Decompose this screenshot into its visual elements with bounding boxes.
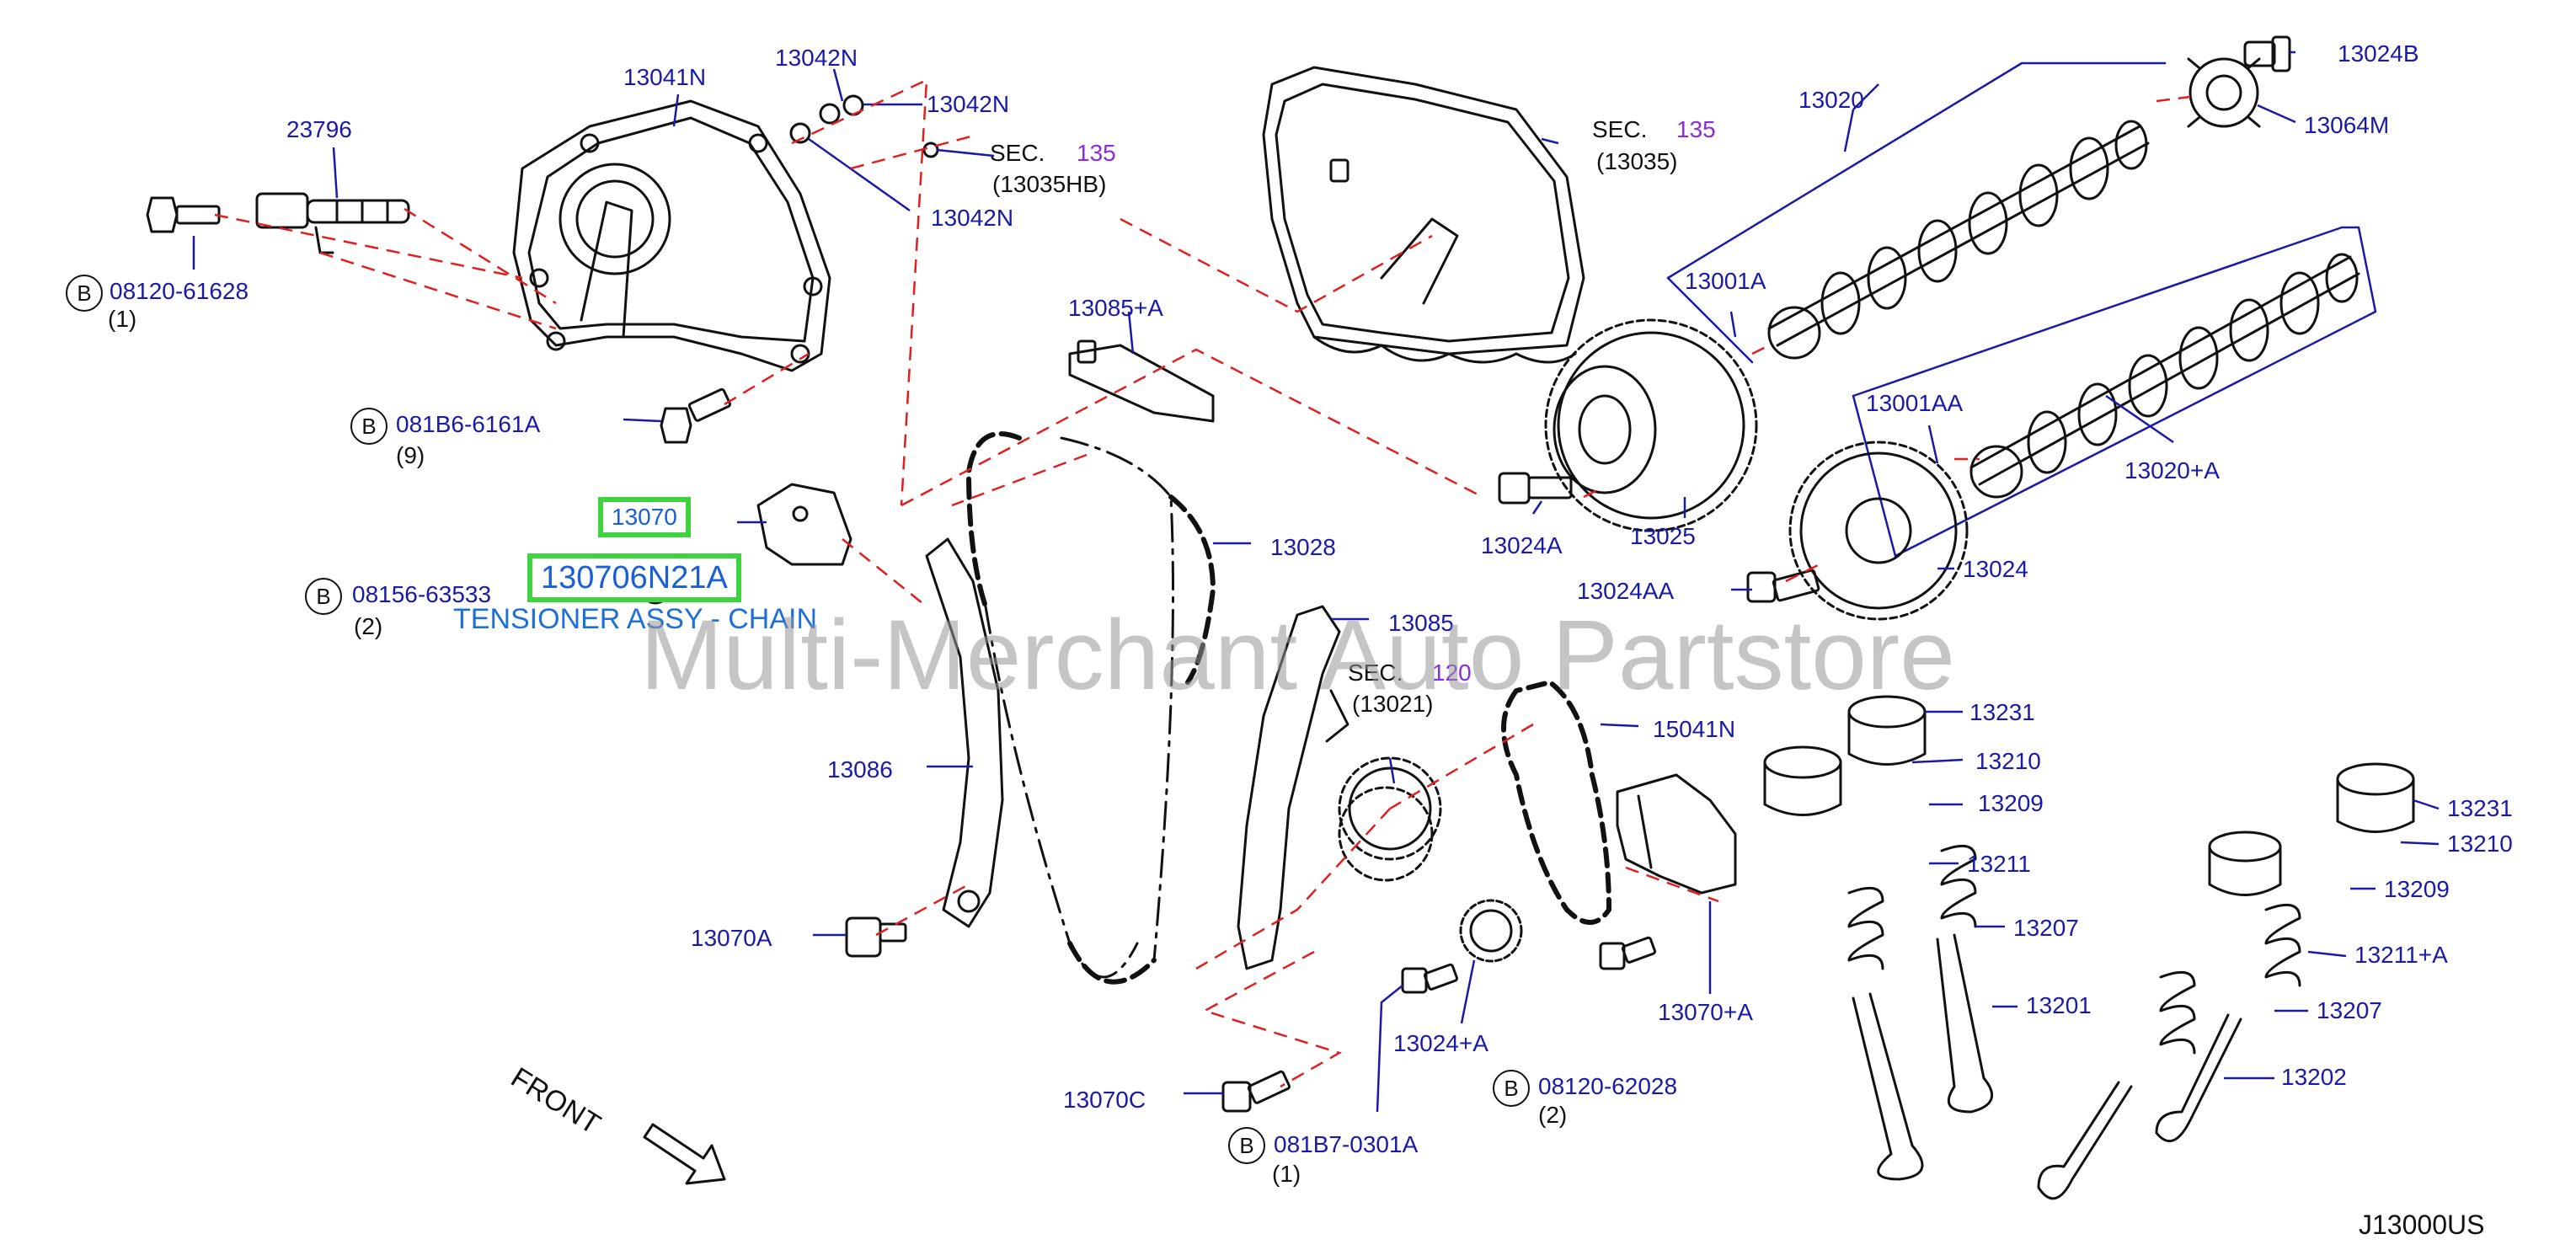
label-13210-b[interactable]: 13210 — [2447, 831, 2513, 857]
signal-plate-part[interactable] — [2187, 57, 2261, 128]
label-13024AA[interactable]: 13024AA — [1577, 578, 1675, 604]
cylinder-head-part[interactable] — [1262, 66, 1585, 364]
label-081B7-0301A[interactable]: 081B7-0301A — [1274, 1131, 1419, 1157]
label-qty-1-b: (1) — [1272, 1161, 1301, 1187]
bolt-b-circle: B — [1493, 1070, 1530, 1107]
label-13085[interactable]: 13085 — [1388, 610, 1454, 636]
watermark: Multi-Merchant Auto Partstore — [640, 600, 1955, 711]
label-13070A[interactable]: 13070A — [691, 925, 772, 951]
label-08120-62028[interactable]: 08120-62028 — [1538, 1073, 1678, 1099]
bolt-b-circle: B — [1228, 1127, 1265, 1164]
label-13231-a[interactable]: 13231 — [1969, 699, 2035, 725]
label-130706N21A-highlighted[interactable]: 130706N21A — [527, 553, 741, 602]
arrow-down-right-icon — [643, 1123, 726, 1185]
label-08156-63533[interactable]: 08156-63533 — [352, 581, 492, 607]
chain-guide-part[interactable] — [1237, 605, 1349, 970]
label-081B6-6161A[interactable]: 081B6-6161A — [396, 411, 541, 437]
label-13041N[interactable]: 13041N — [623, 64, 707, 90]
label-sec-135-b: SEC. — [1592, 116, 1648, 142]
label-sec-120-number[interactable]: 120 — [1432, 660, 1472, 686]
label-13020A[interactable]: 13020+A — [2124, 457, 2220, 483]
valve-spring-part[interactable] — [1847, 844, 2301, 1055]
sprocket-part[interactable] — [1788, 441, 1969, 621]
label-13070C[interactable]: 13070C — [1063, 1087, 1146, 1113]
camshaft-part[interactable] — [1969, 253, 2360, 499]
label-13207-a[interactable]: 13207 — [2013, 915, 2079, 941]
label-13021: (13021) — [1352, 691, 1434, 717]
label-13035HB: (13035HB) — [992, 171, 1107, 197]
label-sec-120: SEC. — [1348, 660, 1403, 686]
bolt-part[interactable] — [660, 387, 732, 444]
label-13201[interactable]: 13201 — [2026, 992, 2092, 1018]
label-13085A[interactable]: 13085+A — [1068, 295, 1163, 321]
tensioner-part[interactable] — [1616, 773, 1737, 895]
label-13211[interactable]: 13211 — [1967, 851, 2031, 877]
diagram-code: J13000US — [2359, 1210, 2485, 1240]
label-sec-135-b-number[interactable]: 135 — [1676, 116, 1716, 142]
label-13211A[interactable]: 13211+A — [2354, 942, 2448, 968]
bolt-part[interactable] — [1498, 472, 1573, 505]
label-qty-2: (2) — [354, 613, 383, 639]
label-13024A[interactable]: 13024A — [1481, 532, 1563, 558]
o-ring-part[interactable] — [819, 103, 841, 125]
label-15041N[interactable]: 15041N — [1653, 716, 1736, 742]
label-13024B[interactable]: 13024B — [2338, 40, 2419, 67]
o-ring-part[interactable] — [789, 122, 811, 144]
camshaft-part[interactable] — [1767, 120, 2150, 360]
label-sec-135: SEC. — [990, 140, 1045, 166]
label-qty-1: (1) — [108, 306, 137, 332]
label-13042N-bottom[interactable]: 13042N — [931, 205, 1014, 231]
label-13210-a[interactable]: 13210 — [1975, 748, 2041, 774]
label-13202[interactable]: 13202 — [2281, 1064, 2347, 1090]
label-13209-b[interactable]: 13209 — [2384, 876, 2450, 902]
label-23796[interactable]: 23796 — [286, 116, 352, 142]
slack-guide-part[interactable] — [925, 537, 1004, 928]
label-13024[interactable]: 13024 — [1963, 556, 2028, 582]
timing-chain-part[interactable] — [966, 431, 1216, 985]
valve-lifter-part[interactable] — [2336, 762, 2415, 833]
label-qty-9: (9) — [396, 442, 425, 468]
label-08120-61628[interactable]: 08120-61628 — [110, 278, 249, 304]
tensioner-part[interactable] — [756, 483, 852, 566]
label-13209-a[interactable]: 13209 — [1978, 790, 2044, 816]
front-cover-part[interactable] — [512, 99, 831, 372]
sprocket-part[interactable] — [1338, 756, 1442, 882]
label-13001A[interactable]: 13001A — [1685, 268, 1766, 294]
bolt-part[interactable] — [1401, 963, 1458, 994]
label-13070-highlighted[interactable]: 13070 — [598, 497, 691, 537]
label-13028[interactable]: 13028 — [1270, 534, 1336, 560]
bolt-part[interactable] — [1221, 1070, 1291, 1113]
bolt-part[interactable] — [146, 196, 221, 233]
label-13020[interactable]: 13020 — [1798, 87, 1864, 113]
bolt-b-circle: B — [350, 408, 387, 445]
label-13042N-top[interactable]: 13042N — [775, 45, 858, 71]
valve-lifter-part[interactable] — [2208, 831, 2282, 896]
label-13035: (13035) — [1596, 148, 1678, 174]
valve-lifter-part[interactable] — [1763, 745, 1842, 816]
bolt-b-circle: B — [66, 275, 103, 312]
bolt-part[interactable] — [1746, 569, 1820, 603]
sprocket-part[interactable] — [1459, 899, 1523, 963]
label-sec-135-number[interactable]: 135 — [1077, 140, 1116, 166]
label-13086[interactable]: 13086 — [827, 756, 893, 783]
bolt-b-circle: B — [305, 578, 342, 615]
label-qty-2-b: (2) — [1538, 1102, 1568, 1128]
label-13001AA[interactable]: 13001AA — [1866, 390, 1964, 416]
label-13070-plus-A[interactable]: 13070+A — [1658, 999, 1753, 1025]
chain-guide-part[interactable] — [1068, 339, 1215, 423]
tensioner-assy-chain-link[interactable]: TENSIONER ASSY - CHAIN — [453, 603, 818, 635]
label-13064M[interactable]: 13064M — [2304, 112, 2390, 138]
label-13024A-plus[interactable]: 13024+A — [1393, 1030, 1488, 1056]
bolt-part[interactable] — [1599, 936, 1656, 970]
sprocket-part[interactable] — [1544, 318, 1758, 532]
bolt-part[interactable] — [2243, 35, 2291, 72]
label-13231-b[interactable]: 13231 — [2447, 795, 2513, 821]
label-13025[interactable]: 13025 — [1630, 523, 1696, 549]
solenoid-valve-part[interactable] — [255, 192, 410, 254]
label-13207-b[interactable]: 13207 — [2317, 997, 2382, 1023]
label-13042N-mid[interactable]: 13042N — [927, 91, 1010, 117]
valve-part[interactable] — [1852, 933, 2242, 1200]
oil-pump-chain-part[interactable] — [1501, 680, 1611, 925]
